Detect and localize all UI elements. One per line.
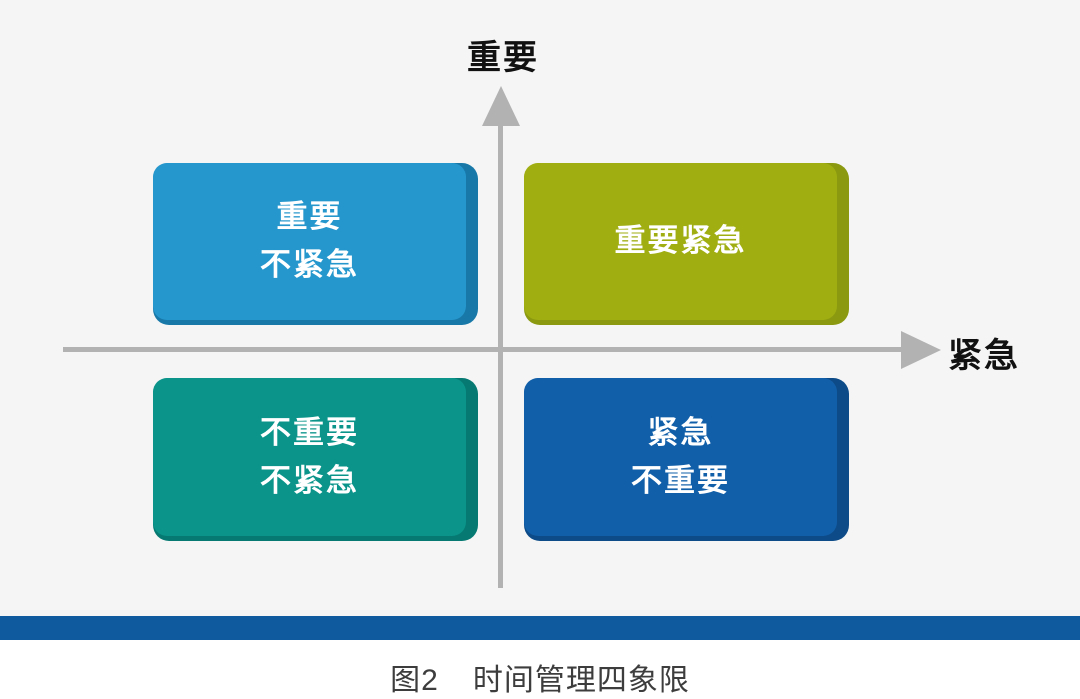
quadrant-label-line: 重要紧急 <box>614 223 747 259</box>
y-axis-arrowhead-icon <box>482 86 520 126</box>
figure-number: 图2 <box>390 664 439 697</box>
figure-caption: 图2 时间管理四象限 <box>0 655 1080 699</box>
x-axis-arrowhead-icon <box>901 331 941 369</box>
x-axis-line <box>63 347 905 352</box>
quadrant-label-line: 不紧急 <box>260 247 359 282</box>
quadrant-urgent-not-important-face: 紧急 不重要 <box>524 378 837 536</box>
quadrant-important-urgent: 重要紧急 <box>524 163 849 325</box>
figure-title: 时间管理四象限 <box>472 664 690 697</box>
quadrant-label-line: 重要 <box>276 199 343 235</box>
quadrant-label-line: 不重要 <box>260 414 359 450</box>
x-axis-label: 紧急 <box>948 337 1020 375</box>
quadrant-not-important-not-urgent: 不重要 不紧急 <box>153 378 478 541</box>
quadrant-label-line: 不紧急 <box>260 462 359 498</box>
quadrant-important-urgent-face: 重要紧急 <box>524 163 837 320</box>
quadrant-not-important-not-urgent-face: 不重要 不紧急 <box>153 378 466 536</box>
footer-accent-bar <box>0 616 1080 640</box>
y-axis-label: 重要 <box>467 39 539 77</box>
quadrant-label-line: 紧急 <box>647 414 714 450</box>
quadrant-label-line: 不重要 <box>631 462 730 498</box>
quadrant-urgent-not-important: 紧急 不重要 <box>524 378 849 541</box>
y-axis-line <box>498 120 503 588</box>
quadrant-important-not-urgent: 重要 不紧急 <box>153 163 478 325</box>
quadrant-important-not-urgent-face: 重要 不紧急 <box>153 163 466 320</box>
quadrant-diagram: 重要 紧急 重要 不紧急 重要紧急 不重要 不紧急 紧急 <box>0 0 1080 616</box>
